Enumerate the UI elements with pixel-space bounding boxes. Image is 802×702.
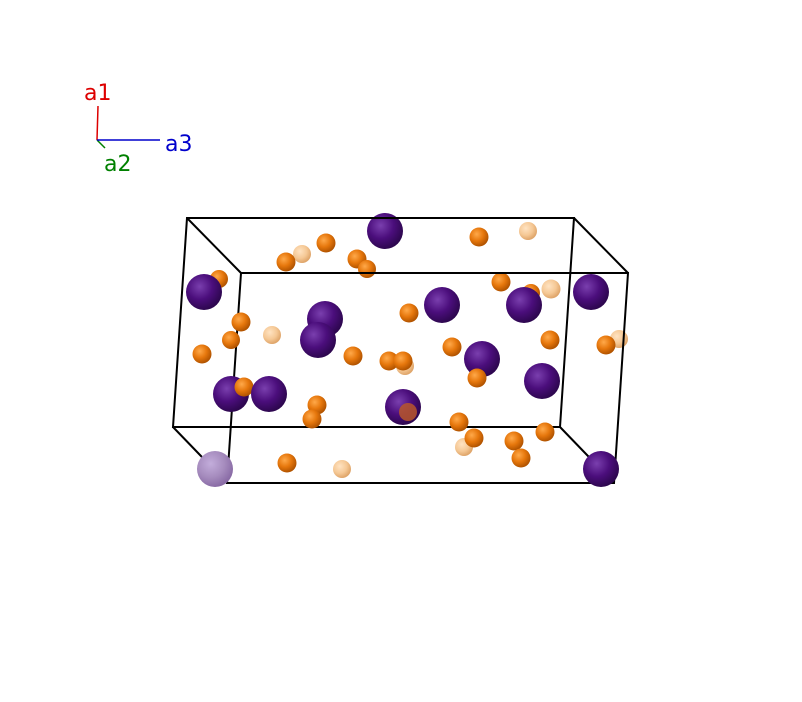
atom-small — [511, 448, 531, 468]
atom-large — [424, 287, 460, 323]
atom-small — [263, 326, 281, 344]
atom-large — [300, 322, 336, 358]
atom-small — [541, 279, 561, 299]
atom-large — [573, 274, 609, 310]
atom-small — [333, 460, 351, 478]
cell-edge — [186, 217, 242, 274]
atom-small — [596, 335, 616, 355]
cell-edge — [573, 217, 629, 274]
atom-small — [399, 303, 419, 323]
atom-small — [442, 337, 462, 357]
atom-small — [302, 409, 322, 429]
a2-axis-line — [96, 139, 106, 149]
unit-cell — [171, 217, 630, 484]
atom-small — [449, 412, 469, 432]
atom-small — [491, 272, 511, 292]
atom-small — [540, 330, 560, 350]
atom-small — [277, 453, 297, 473]
atom-small — [399, 403, 417, 421]
atom-large — [186, 274, 222, 310]
atom-large — [524, 363, 560, 399]
atom-small — [192, 344, 212, 364]
atom-small — [467, 368, 487, 388]
atom-large — [583, 451, 619, 487]
a1-axis-label: a1 — [84, 81, 111, 106]
atom-small — [464, 428, 484, 448]
atom-small — [222, 331, 240, 349]
atom-large — [464, 341, 500, 377]
atom-small — [379, 351, 399, 371]
atom-small — [234, 377, 254, 397]
axis-triad: a1 a2 a3 — [84, 81, 192, 177]
atom-small — [276, 252, 296, 272]
atom-large — [367, 213, 403, 249]
atom-small — [535, 422, 555, 442]
atom-small — [469, 227, 489, 247]
atom-large — [197, 451, 233, 487]
atom-small — [504, 431, 524, 451]
atom-small — [393, 351, 413, 371]
atom-large — [251, 376, 287, 412]
atom-small — [519, 222, 537, 240]
a2-axis-label: a2 — [104, 152, 131, 177]
atom-small — [343, 346, 363, 366]
atom-small — [316, 233, 336, 253]
a3-axis-label: a3 — [165, 132, 192, 157]
atom-large — [506, 287, 542, 323]
atom-small — [293, 245, 311, 263]
a1-axis-line — [96, 105, 99, 141]
atom-small — [231, 312, 251, 332]
atoms-front — [186, 274, 619, 487]
atom-small — [358, 260, 376, 278]
